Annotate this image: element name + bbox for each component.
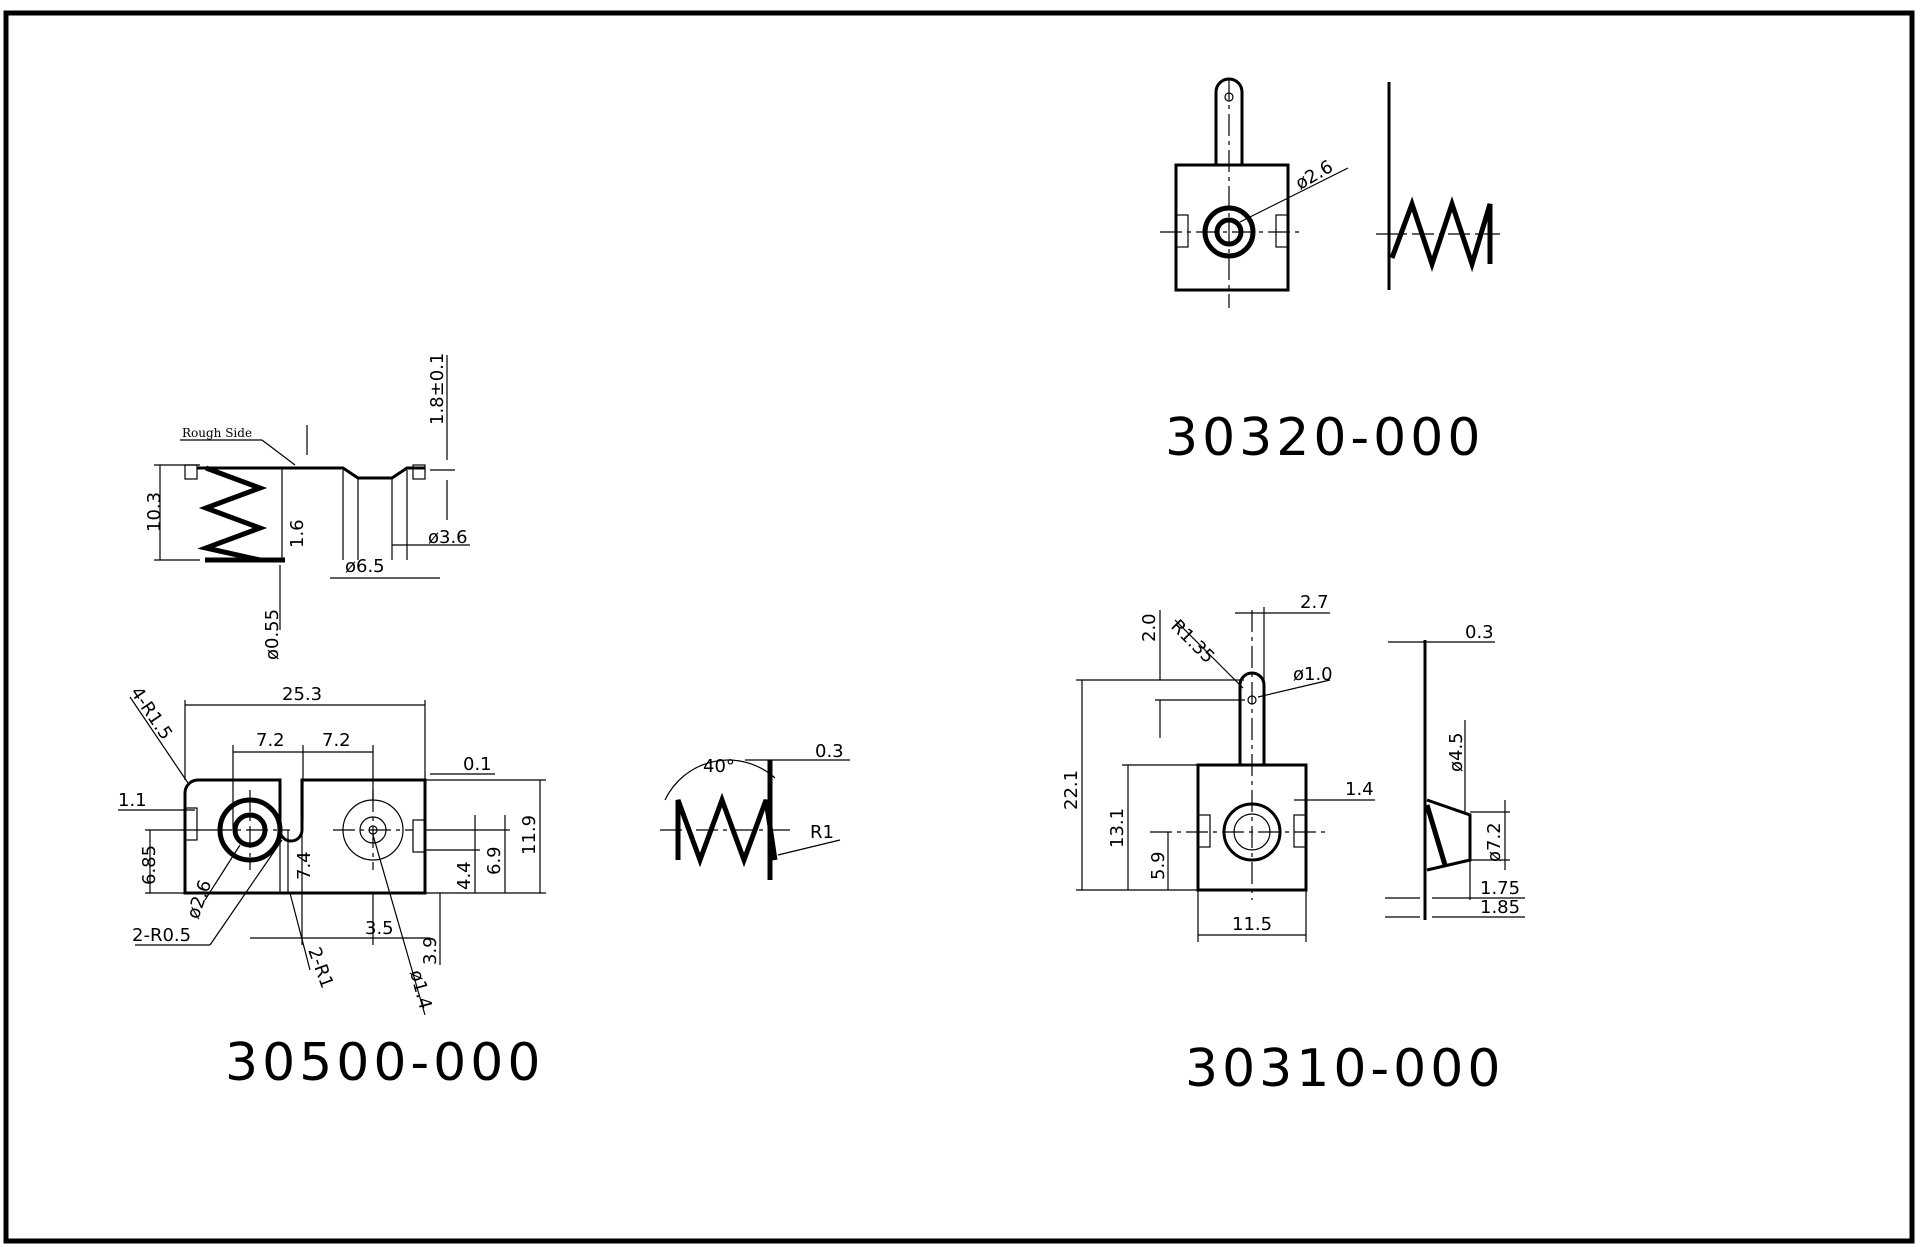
view-30500-plan: 25.3 7.2 7.2 0.1 4-R1.5 1.1 6.85 11.9 6.…: [118, 683, 546, 1016]
view-30320-front: ø2.6: [1160, 77, 1349, 308]
dim-30500-4_4: 4.4: [454, 861, 475, 890]
dim-30310-2_0: 2.0: [1139, 613, 1160, 642]
dim-30310-2_7: 2.7: [1300, 592, 1329, 613]
dim-30500-10_3: 10.3: [144, 492, 165, 532]
dim-spring-40: 40°: [703, 756, 735, 777]
view-30310-side: 0.3 ø4.5 ø7.2 1.75 1.85: [1385, 622, 1525, 920]
part-number-30500: 30500-000: [225, 1033, 544, 1093]
dim-30500-25_3: 25.3: [282, 684, 322, 705]
dim-30310-5_9: 5.9: [1148, 851, 1169, 880]
dim-30500-phi26: ø2.6: [183, 877, 216, 921]
note-rough-side: Rough Side: [182, 426, 252, 440]
dim-30310-11_5: 11.5: [1232, 914, 1272, 935]
dim-30500-3_5: 3.5: [365, 918, 394, 939]
dim-30310-phi45: ø4.5: [1446, 732, 1467, 772]
view-30320-side: [1376, 82, 1500, 290]
dim-30500-2r05: 2-R0.5: [132, 925, 191, 946]
view-30310-front: 2.7 2.0 R1.35 ø1.0 22.1 13.1 5.9 1.4 11.…: [1061, 592, 1375, 942]
dim-30500-phi14: ø1.4: [405, 968, 436, 1012]
dim-spring-r1: R1: [810, 822, 834, 843]
dim-30310-0_3: 0.3: [1465, 622, 1494, 643]
dim-30500-0_1: 0.1: [463, 754, 492, 775]
dim-30500-1_1: 1.1: [118, 790, 147, 811]
dim-30500-1_6: 1.6: [287, 519, 308, 548]
view-30500-side: 10.3 1.6 1.8±0.1 ø3.6 ø6.5 ø0.55 Rough S…: [144, 353, 470, 660]
dim-30500-phi055: ø0.55: [262, 609, 283, 660]
dim-30310-13_1: 13.1: [1107, 808, 1128, 848]
dim-30500-4r15: 4-R1.5: [126, 683, 176, 744]
dim-30500-phi36: ø3.6: [428, 527, 468, 548]
dim-30310-1_85: 1.85: [1480, 897, 1520, 918]
part-number-30320: 30320-000: [1165, 408, 1484, 468]
dim-30500-11_9: 11.9: [519, 815, 540, 855]
dim-30500-2r1: 2-R1: [303, 945, 337, 992]
dim-30500-6_85: 6.85: [139, 845, 160, 885]
view-spring-detail: 40° 0.3 R1: [660, 741, 850, 880]
dim-30310-1_75: 1.75: [1480, 878, 1520, 899]
part-number-30310: 30310-000: [1185, 1039, 1504, 1099]
dim-30500-phi65: ø6.5: [345, 556, 385, 577]
dim-30500-3_9: 3.9: [420, 936, 441, 965]
dim-spring-0_3: 0.3: [815, 741, 844, 762]
dim-30310-22_1: 22.1: [1061, 770, 1082, 810]
dim-30310-1_4: 1.4: [1345, 779, 1374, 800]
dim-30320-phi26: ø2.6: [1292, 156, 1337, 194]
dim-30500-7_2a: 7.2: [256, 730, 285, 751]
dim-30310-r135: R1.35: [1166, 616, 1218, 668]
dim-30500-7_4: 7.4: [294, 851, 315, 880]
dim-30500-6_9: 6.9: [484, 846, 505, 875]
dim-30310-phi10: ø1.0: [1293, 664, 1333, 685]
sheet-border: [3, 10, 1915, 1244]
dim-30500-1_8: 1.8±0.1: [427, 353, 448, 425]
dim-30310-phi72: ø7.2: [1484, 822, 1505, 862]
dim-30500-7_2b: 7.2: [322, 730, 351, 751]
